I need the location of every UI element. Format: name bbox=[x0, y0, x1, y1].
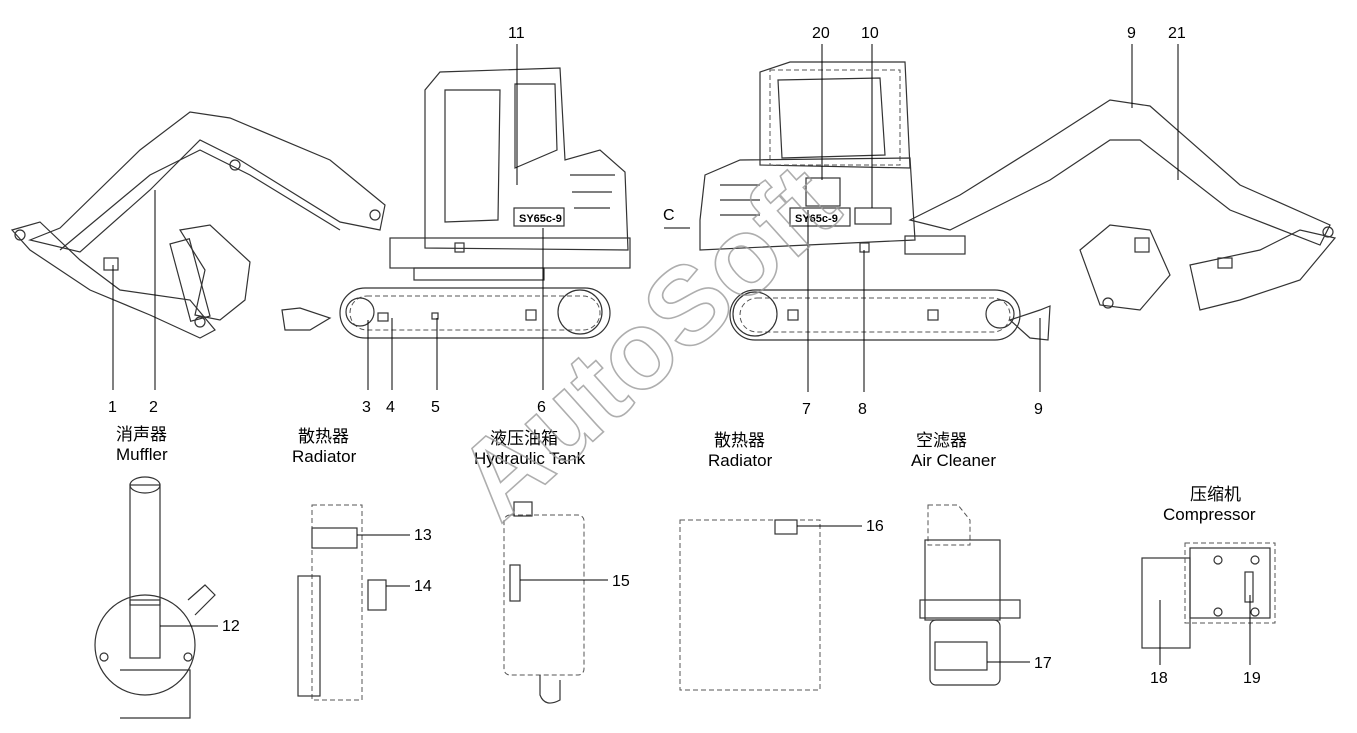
callout-4: 4 bbox=[386, 399, 395, 416]
callout-12: 12 bbox=[222, 618, 240, 635]
callout-9-top: 9 bbox=[1127, 25, 1136, 42]
callout-8: 8 bbox=[858, 401, 867, 418]
aircleaner-caption-en: Air Cleaner bbox=[911, 451, 996, 470]
callout-1: 1 bbox=[108, 399, 117, 416]
left-excavator-side-view: SY65c-9 bbox=[10, 67, 631, 339]
radiator1-caption-en: Radiator bbox=[292, 447, 357, 466]
radiator2-drawing: 16 bbox=[679, 518, 884, 691]
callout-c: C bbox=[663, 207, 675, 224]
callout-18: 18 bbox=[1150, 670, 1168, 687]
aircleaner-caption-cn: 空滤器 bbox=[916, 431, 967, 451]
compressor-caption-en: Compressor bbox=[1163, 505, 1256, 524]
callout-17: 17 bbox=[1034, 655, 1052, 672]
radiator2-caption-cn: 散热器 bbox=[714, 431, 765, 451]
callout-9-bottom: 9 bbox=[1034, 401, 1043, 418]
callout-21: 21 bbox=[1168, 25, 1186, 42]
model-badge-left: SY65c-9 bbox=[519, 213, 562, 225]
callout-19: 19 bbox=[1243, 670, 1261, 687]
radiator2-caption-en: Radiator bbox=[708, 451, 773, 470]
model-badge-right: SY65c-9 bbox=[795, 213, 838, 225]
hydraulic-caption-cn: 液压油箱 bbox=[490, 429, 558, 449]
callout-15: 15 bbox=[612, 573, 630, 590]
hydraulic-tank-drawing: 15 bbox=[503, 501, 630, 704]
callout-6: 6 bbox=[537, 399, 546, 416]
callout-14: 14 bbox=[414, 578, 432, 595]
air-cleaner-drawing: 17 bbox=[919, 504, 1052, 686]
callout-20: 20 bbox=[812, 25, 830, 42]
callout-16: 16 bbox=[866, 518, 884, 535]
muffler-caption-en: Muffler bbox=[116, 445, 168, 464]
radiator1-drawing: 13 14 bbox=[297, 504, 432, 701]
callout-2: 2 bbox=[149, 399, 158, 416]
callout-3: 3 bbox=[362, 399, 371, 416]
muffler-caption-cn: 消声器 bbox=[116, 425, 167, 445]
callout-5: 5 bbox=[431, 399, 440, 416]
compressor-caption-cn: 压缩机 bbox=[1190, 485, 1241, 505]
muffler-drawing: 12 bbox=[94, 476, 240, 719]
callout-13: 13 bbox=[414, 527, 432, 544]
callout-10: 10 bbox=[861, 25, 879, 42]
compressor-drawing: 18 19 bbox=[1141, 542, 1276, 687]
callout-11: 11 bbox=[508, 25, 525, 42]
radiator1-caption-cn: 散热器 bbox=[298, 427, 349, 447]
callout-7: 7 bbox=[802, 401, 811, 418]
hydraulic-caption-en: Hydraulic Tank bbox=[474, 449, 586, 468]
callout-leader-lines bbox=[112, 44, 1179, 392]
right-excavator-side-view: SY65c-9 bbox=[699, 61, 1337, 341]
